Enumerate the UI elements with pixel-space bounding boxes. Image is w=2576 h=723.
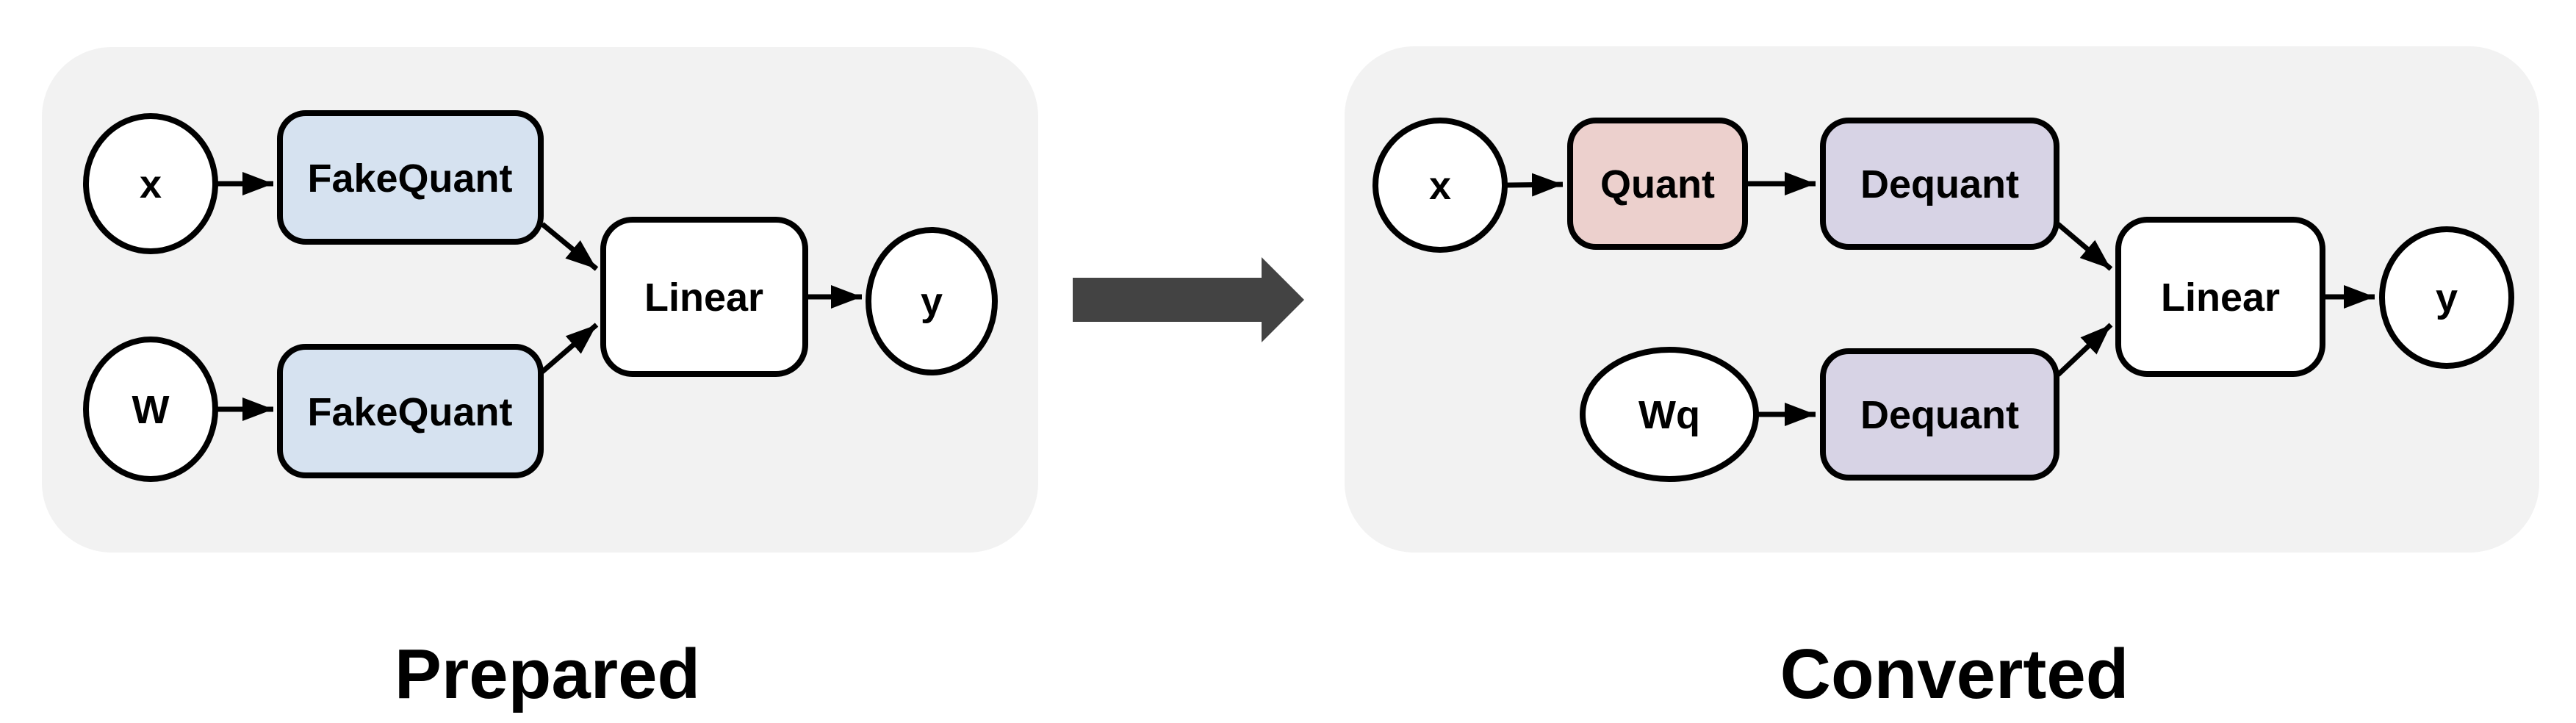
node-w-label: W xyxy=(132,388,170,432)
node-linear-converted xyxy=(2115,217,2325,377)
node-y-converted-label: y xyxy=(2436,276,2458,320)
node-y-prepared-label: y xyxy=(921,280,943,324)
node-y-prepared xyxy=(866,227,998,375)
node-fakequant-weight-label: FakeQuant xyxy=(307,390,512,434)
node-quant xyxy=(1567,118,1748,250)
edge-fakequant-top-to-linear xyxy=(540,222,599,271)
node-linear-prepared-label: Linear xyxy=(644,276,763,320)
node-linear-prepared xyxy=(600,217,808,377)
edge-dequant-top-to-linear xyxy=(2056,222,2113,271)
node-fakequant-activation xyxy=(277,110,544,245)
node-wq-label: Wq xyxy=(1638,393,1700,437)
prepared-panel-title: Prepared xyxy=(395,635,700,713)
node-dequant-activation-label: Dequant xyxy=(1860,162,2019,206)
node-fakequant-activation-label: FakeQuant xyxy=(307,157,512,201)
edge-dequant-bottom-to-linear xyxy=(2056,323,2113,377)
converted-panel: x Quant Dequant Wq Dequant Linear y Conv… xyxy=(1345,46,2539,713)
node-w xyxy=(83,337,218,482)
node-x-converted-label: x xyxy=(1429,164,1451,208)
edge-fakequant-bottom-to-linear xyxy=(540,323,599,374)
edge-x-to-quant xyxy=(1505,173,1564,197)
node-wq xyxy=(1580,347,1759,482)
node-linear-converted-label: Linear xyxy=(2161,276,2280,320)
node-dequant-weight-label: Dequant xyxy=(1860,393,2019,437)
node-x-label: x xyxy=(140,162,162,206)
node-dequant-weight xyxy=(1820,348,2059,481)
transform-arrow-icon xyxy=(1073,257,1304,342)
node-x xyxy=(83,113,218,254)
prepared-panel: x FakeQuant W FakeQuant Linear y Prepare… xyxy=(42,47,1038,713)
node-x-converted xyxy=(1372,118,1508,253)
node-dequant-activation xyxy=(1820,118,2059,250)
node-quant-label: Quant xyxy=(1600,162,1715,206)
node-y-converted xyxy=(2379,226,2514,369)
node-fakequant-weight xyxy=(277,344,544,478)
converted-panel-title: Converted xyxy=(1780,635,2129,713)
